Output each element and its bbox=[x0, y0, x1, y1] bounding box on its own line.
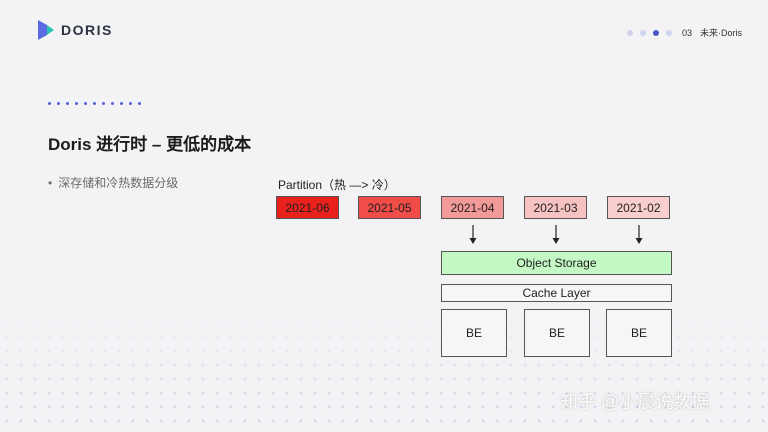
brand-name: DORIS bbox=[61, 22, 113, 38]
watermark: 知乎 @小晨说数据 bbox=[560, 392, 710, 412]
partition-box: 2021-05 bbox=[358, 196, 421, 219]
bullet-item: • 深存储和冷热数据分级 bbox=[48, 174, 178, 191]
pager-dot-active[interactable] bbox=[652, 29, 659, 36]
partition-box: 2021-06 bbox=[276, 196, 339, 219]
brand-logo: DORIS bbox=[38, 20, 113, 40]
slide-title: Doris 进行时 – 更低的成本 bbox=[48, 135, 252, 154]
be-node: BE bbox=[606, 309, 672, 357]
bullet-text: 深存储和冷热数据分级 bbox=[58, 176, 179, 190]
page-number: 03 bbox=[681, 27, 692, 38]
bullet-icon: • bbox=[48, 176, 53, 190]
pager-dot[interactable] bbox=[626, 29, 633, 36]
partition-box: 2021-02 bbox=[607, 196, 670, 219]
partition-box: 2021-04 bbox=[441, 196, 504, 219]
title-decoration-dots bbox=[48, 102, 147, 105]
be-node: BE bbox=[441, 309, 507, 357]
partition-label: Partition（热 —> 冷） bbox=[278, 178, 396, 192]
pager-dot[interactable] bbox=[639, 29, 646, 36]
page-label: 未来·Doris bbox=[700, 28, 742, 38]
down-arrow-icon bbox=[552, 225, 560, 244]
doris-logo-icon bbox=[38, 20, 54, 40]
down-arrow-icon bbox=[635, 225, 643, 244]
object-storage-box: Object Storage bbox=[441, 251, 672, 275]
pager-dot[interactable] bbox=[665, 29, 672, 36]
down-arrow-icon bbox=[469, 225, 477, 244]
partition-box: 2021-03 bbox=[524, 196, 587, 219]
cache-layer-box: Cache Layer bbox=[441, 284, 672, 302]
slide-pager: 03 未来·Doris bbox=[620, 26, 742, 39]
be-node: BE bbox=[524, 309, 590, 357]
